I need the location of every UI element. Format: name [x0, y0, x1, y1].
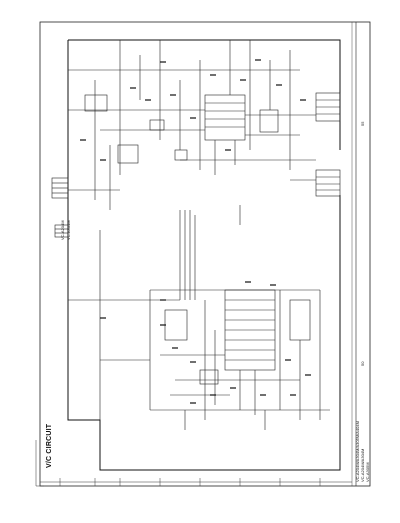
upper-circuit	[68, 40, 316, 210]
title-bracket	[35, 440, 44, 487]
schematic-frame	[67, 39, 341, 471]
edge-ruler	[40, 478, 352, 486]
lower-circuit	[100, 289, 330, 430]
sheet-border	[39, 21, 371, 487]
diagram-title: V/C CIRCUIT	[46, 423, 53, 468]
bus-wires	[68, 205, 241, 420]
grid-coordinate-50: 50	[360, 361, 365, 366]
model-note-3: VC-A305M	[365, 462, 370, 482]
right-connectors	[315, 92, 341, 197]
model-label-1: VC-A204M	[60, 220, 65, 240]
grid-coordinate-55: 55	[360, 121, 365, 126]
upper-components	[80, 59, 306, 161]
lower-components	[100, 281, 311, 404]
model-label-2: VC-A304M	[66, 220, 71, 240]
left-connectors	[51, 177, 69, 238]
